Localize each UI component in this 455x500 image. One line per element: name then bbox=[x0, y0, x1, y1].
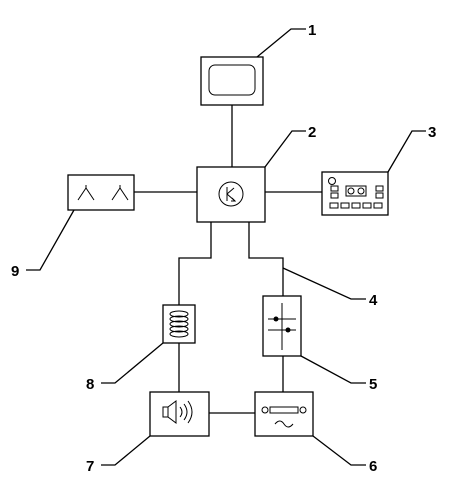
callout-7: 7 bbox=[86, 458, 94, 475]
control-panel-knob-icon bbox=[328, 177, 336, 185]
leader-5 bbox=[300, 355, 366, 384]
monitor-housing bbox=[200, 56, 264, 106]
speaker-housing bbox=[149, 391, 210, 437]
callout-leaders bbox=[26, 28, 426, 466]
callout-1: 1 bbox=[308, 22, 316, 39]
leader-9 bbox=[26, 209, 75, 271]
control-panel bbox=[321, 171, 389, 216]
control-unit-housing bbox=[196, 166, 266, 223]
callout-4: 4 bbox=[369, 292, 378, 309]
monitor-screen-icon bbox=[208, 64, 256, 96]
leader-7 bbox=[101, 435, 151, 466]
connection-lines bbox=[134, 105, 322, 414]
leader-3 bbox=[387, 130, 426, 173]
junction-box bbox=[262, 295, 302, 357]
callout-5: 5 bbox=[369, 376, 377, 393]
leader-6 bbox=[312, 435, 366, 466]
leader-2 bbox=[264, 130, 306, 168]
leader-1 bbox=[256, 28, 306, 58]
sound-wave-icon bbox=[179, 406, 183, 418]
junction-node-icon bbox=[273, 316, 279, 322]
callout-9: 9 bbox=[11, 263, 19, 280]
antenna-module bbox=[254, 391, 314, 437]
cd-changer bbox=[162, 304, 196, 344]
speaker-unit bbox=[149, 391, 210, 437]
link-control-unit-to-cd-changer bbox=[178, 222, 212, 305]
alternating-wave-icon bbox=[274, 420, 294, 428]
callout-6: 6 bbox=[369, 458, 377, 475]
monitor-unit bbox=[200, 56, 264, 106]
antenna-connector-housing bbox=[67, 174, 135, 211]
leader-8 bbox=[101, 342, 164, 384]
link-control-unit-to-junction bbox=[248, 222, 284, 296]
callout-2: 2 bbox=[308, 124, 316, 141]
antenna-module-housing bbox=[254, 391, 314, 437]
control-unit-symbol-icon bbox=[218, 181, 244, 207]
callout-8: 8 bbox=[86, 376, 94, 393]
leader-4 bbox=[282, 267, 366, 300]
control-panel-display-icon bbox=[345, 185, 367, 197]
disc-stack-icon bbox=[169, 310, 189, 318]
junction-node-icon bbox=[285, 327, 291, 333]
control-unit bbox=[196, 166, 266, 223]
callout-labels: 1 2 3 4 5 6 7 8 9 bbox=[11, 22, 436, 475]
callout-3: 3 bbox=[428, 124, 436, 141]
antenna-connector bbox=[67, 174, 135, 211]
filter-element-icon bbox=[269, 406, 299, 414]
